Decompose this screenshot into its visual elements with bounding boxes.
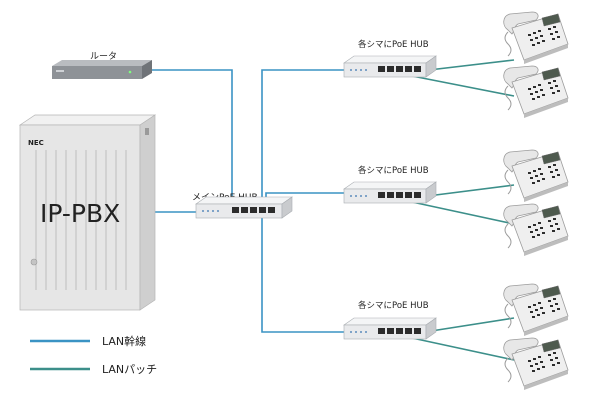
hub2-phone2-line bbox=[411, 201, 515, 225]
branch-poe-hub-2: 各シマにPoE HUB bbox=[343, 165, 437, 204]
branch-poe-hub-1: 各シマにPoE HUB bbox=[343, 39, 437, 78]
phone-hub1-a bbox=[503, 11, 569, 65]
server-cabinet-icon bbox=[18, 114, 157, 311]
main-hub-to-branch-hub-3-line bbox=[261, 216, 344, 333]
pbx-name-label: IP-PBX bbox=[40, 199, 120, 228]
legend: LAN幹線 LANパッチ bbox=[30, 334, 157, 376]
legend-item-trunk: LAN幹線 bbox=[30, 334, 146, 348]
network-switch-icon bbox=[343, 55, 437, 78]
router-icon bbox=[52, 60, 152, 79]
main-hub-to-branch-hub-1-line bbox=[261, 69, 344, 200]
router-label: ルータ bbox=[90, 51, 117, 62]
router: ルータ bbox=[52, 51, 152, 79]
branch-hub-label: 各シマにPoE HUB bbox=[358, 300, 429, 311]
patch-lines bbox=[411, 59, 515, 361]
branch-hub-label: 各シマにPoE HUB bbox=[358, 165, 429, 176]
network-switch-icon bbox=[195, 196, 293, 219]
hub1-phone2-line bbox=[411, 75, 515, 97]
branch-poe-hub-3: 各シマにPoE HUB bbox=[343, 300, 437, 340]
desk-phone-icon bbox=[503, 283, 569, 337]
legend-patch-label: LANパッチ bbox=[102, 363, 157, 376]
desk-phone-icon bbox=[503, 149, 569, 203]
network-switch-icon bbox=[343, 181, 437, 204]
phone-hub3-b bbox=[503, 337, 569, 391]
desk-phone-icon bbox=[503, 65, 569, 119]
phone-hub2-a bbox=[503, 149, 569, 203]
phone-hub3-a bbox=[503, 283, 569, 337]
phone-hub1-b bbox=[503, 65, 569, 119]
desk-phone-icon bbox=[503, 337, 569, 391]
main-poe-hub: メインPoE HUB bbox=[192, 193, 293, 219]
desk-phone-icon bbox=[503, 203, 569, 257]
phone-hub2-b bbox=[503, 203, 569, 257]
ip-pbx: NEC IP-PBX bbox=[18, 114, 157, 311]
desk-phone-icon bbox=[503, 11, 569, 65]
network-switch-icon bbox=[343, 317, 437, 340]
legend-trunk-label: LAN幹線 bbox=[102, 334, 146, 348]
pbx-brand-label: NEC bbox=[28, 139, 44, 147]
legend-item-patch: LANパッチ bbox=[30, 363, 157, 376]
branch-hub-label: 各シマにPoE HUB bbox=[358, 39, 429, 50]
router-to-main-hub-line bbox=[152, 69, 233, 196]
hub3-phone2-line bbox=[411, 337, 515, 361]
